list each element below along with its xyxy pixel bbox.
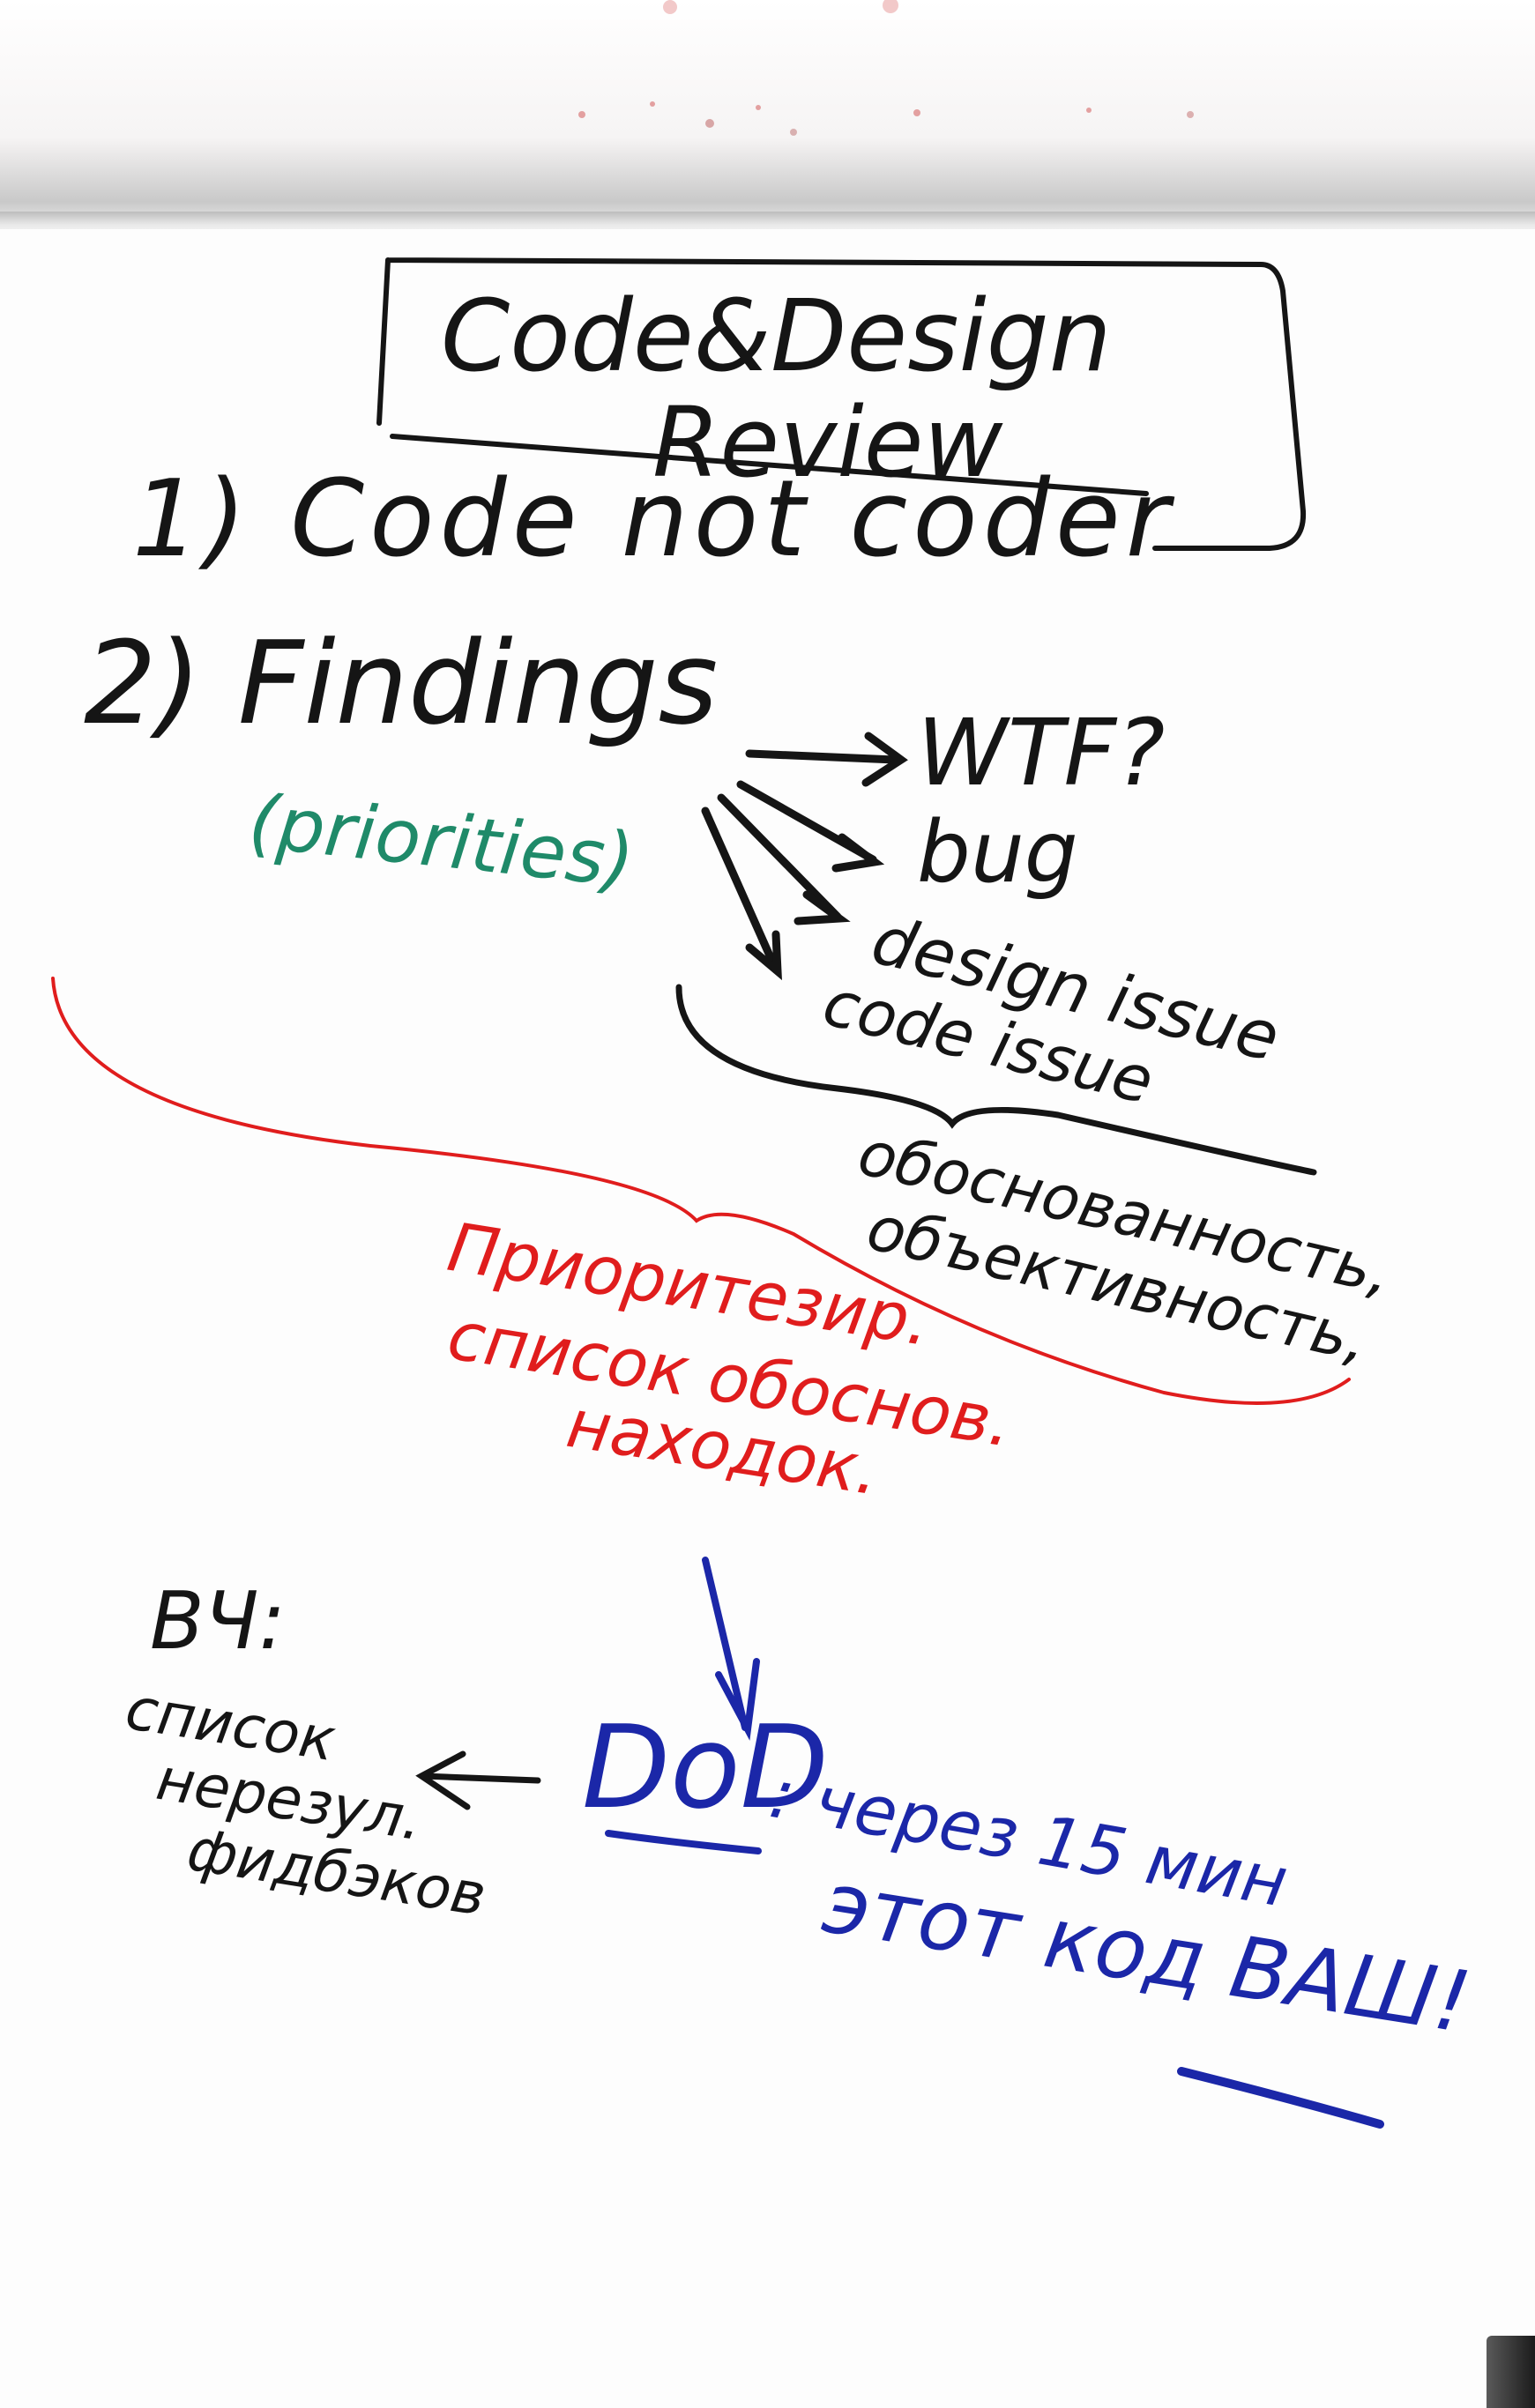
vash-underline (1177, 2067, 1384, 2129)
finding-type-wtf: WTF? (917, 699, 1165, 806)
types-brace (675, 984, 1317, 1176)
title-box (376, 257, 1307, 551)
arrow-to-dod (702, 1557, 760, 1741)
title-line2: Review (652, 386, 1003, 499)
left-note-heading: ВЧ: (150, 1575, 286, 1668)
findings-note: (priorities) (245, 777, 638, 903)
marker-object (1487, 2336, 1535, 2408)
top-smudges (578, 0, 1194, 136)
item-1-text: 1) Code not coder (132, 458, 1175, 581)
finding-type-bug: bug (917, 803, 1078, 902)
arrow-to-left-note (415, 1750, 541, 1810)
title-line1: Code&Design (441, 279, 1112, 394)
dod-underline (605, 1830, 762, 1854)
red-brace (51, 977, 1351, 1405)
whiteboard-edge (0, 212, 1535, 224)
item-2-text: 2) Findings (84, 616, 718, 750)
dod-label: DoD (582, 1700, 829, 1834)
findings-arrows (701, 732, 908, 981)
whiteboard-top-strip (0, 0, 1535, 229)
